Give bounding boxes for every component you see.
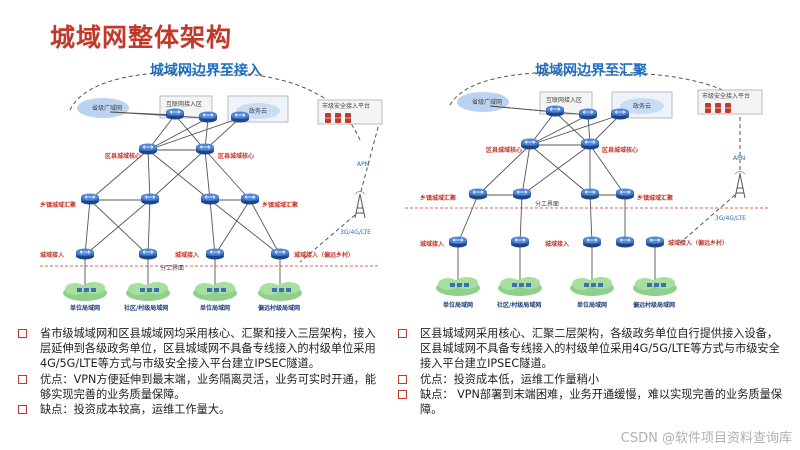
right-bullet-1: 区县城域网采用核心、汇聚二层架构，各级政务单位自行提供接入设备，区县城域网不具备… — [398, 326, 783, 372]
left-bullet-2: 优点：VPN方便延伸到最末端，业务隔离灵活，业务可实时开通，能够实现完善的业务质… — [18, 372, 383, 402]
svg-text:分工界面: 分工界面 — [535, 200, 559, 208]
right-bullet-3: 缺点： VPN部署到末端困难，业务开通缓慢，难以实现完善的业务质量保障。 — [398, 387, 783, 417]
left-bullet-1: 省市级城域网和区县城域网均采用核心、汇聚和接入三层架构，接入层延伸到各级政务单位… — [18, 326, 383, 372]
svg-text:城域接入（偏远乡村）: 城域接入（偏远乡村） — [668, 239, 728, 247]
svg-text:单位局域网: 单位局域网 — [70, 304, 100, 312]
city-secure-platform: 市级安全接入平台 — [317, 99, 383, 125]
left-network-diagram: 省级广域网 互联网接入区 政务云 市级安全接入平台 — [40, 71, 383, 312]
left-bullet-3: 缺点：投资成本较高，运维工作量大。 — [18, 402, 383, 417]
bullet-box-icon — [398, 374, 407, 384]
bullet-box-icon — [18, 405, 27, 415]
svg-text:3G/4G/LTE: 3G/4G/LTE — [715, 215, 746, 222]
bullet-box-icon — [18, 329, 27, 338]
svg-text:互联网接入区: 互联网接入区 — [546, 96, 582, 104]
svg-text:偏远村级局域网: 偏远村级局域网 — [633, 301, 675, 309]
svg-text:政务云: 政务云 — [633, 102, 651, 110]
svg-text:社区/村级局域网: 社区/村级局域网 — [496, 301, 541, 309]
right-city-secure-platform: 市级安全接入平台 — [697, 89, 763, 115]
left-diagram-title: 城域网边界至接入 — [150, 63, 262, 79]
provincial-wan-cloud: 省级广域网 — [77, 98, 129, 118]
svg-text:乡镇城域汇聚: 乡镇城域汇聚 — [637, 194, 674, 202]
svg-text:市级安全接入平台: 市级安全接入平台 — [322, 102, 370, 110]
svg-text:城域接入: 城域接入 — [420, 240, 444, 248]
svg-text:区县城域核心: 区县城域核心 — [602, 146, 638, 154]
svg-text:区县城域核心: 区县城域核心 — [486, 146, 522, 154]
bullet-box-icon — [398, 329, 407, 338]
svg-text:互联网接入区: 互联网接入区 — [166, 100, 202, 108]
right-network-diagram: 省级广域网 互联网接入区 政务云 市级安全接入平台 — [405, 71, 770, 309]
svg-text:乡镇城域汇聚: 乡镇城域汇聚 — [40, 201, 77, 209]
svg-text:APN: APN — [357, 161, 369, 168]
watermark: CSDN @软件项目资料查询库 — [620, 431, 792, 446]
svg-text:分工界面: 分工界面 — [160, 264, 184, 272]
svg-text:3G/4G/LTE: 3G/4G/LTE — [340, 229, 371, 236]
svg-text:区县城域核心: 区县城域核心 — [105, 152, 141, 160]
svg-text:偏远村级局域网: 偏远村级局域网 — [258, 304, 300, 312]
right-bullet-2: 优点：投资成本低，运维工作量稍小 — [398, 372, 783, 387]
svg-text:省级广域网: 省级广域网 — [472, 98, 502, 106]
right-diagram-title: 城域网边界至汇聚 — [535, 63, 647, 79]
svg-text:城域接入: 城域接入 — [175, 251, 199, 259]
svg-text:乡镇城域汇聚: 乡镇城域汇聚 — [420, 194, 457, 202]
svg-text:APN: APN — [733, 155, 745, 162]
svg-text:单位局域网: 单位局域网 — [577, 301, 607, 309]
right-provincial-wan-cloud: 省级广域网 — [457, 92, 509, 112]
svg-text:市级安全接入平台: 市级安全接入平台 — [702, 92, 750, 100]
svg-text:单位局域网: 单位局域网 — [200, 304, 230, 312]
svg-text:单位局域网: 单位局域网 — [443, 301, 473, 309]
right-bullet-list: 区县城域网采用核心、汇聚二层架构，各级政务单位自行提供接入设备，区县城域网不具备… — [398, 326, 783, 417]
gov-cloud: 政务云 — [227, 95, 289, 123]
svg-text:政务云: 政务云 — [249, 107, 267, 115]
svg-text:省级广域网: 省级广域网 — [92, 104, 122, 112]
left-bullet-list: 省市级城域网和区县城域网均采用核心、汇聚和接入三层架构，接入层延伸到各级政务单位… — [18, 326, 383, 417]
svg-text:区县城域核心: 区县城域核心 — [218, 152, 254, 160]
svg-text:城域接入: 城域接入 — [545, 240, 569, 248]
svg-text:乡镇城域汇聚: 乡镇城域汇聚 — [262, 201, 299, 209]
svg-text:城域接入: 城域接入 — [40, 251, 64, 259]
bullet-box-icon — [398, 389, 407, 399]
bullet-box-icon — [18, 374, 27, 384]
svg-text:城域接入（偏远乡村）: 城域接入（偏远乡村） — [294, 251, 354, 259]
svg-text:社区/村级局域网: 社区/村级局域网 — [123, 304, 168, 312]
page-title: 城域网整体架构 — [50, 23, 233, 52]
network-diagrams: 省级广域网 互联网接入区 政务云 市级安全接入平台 — [40, 71, 770, 312]
